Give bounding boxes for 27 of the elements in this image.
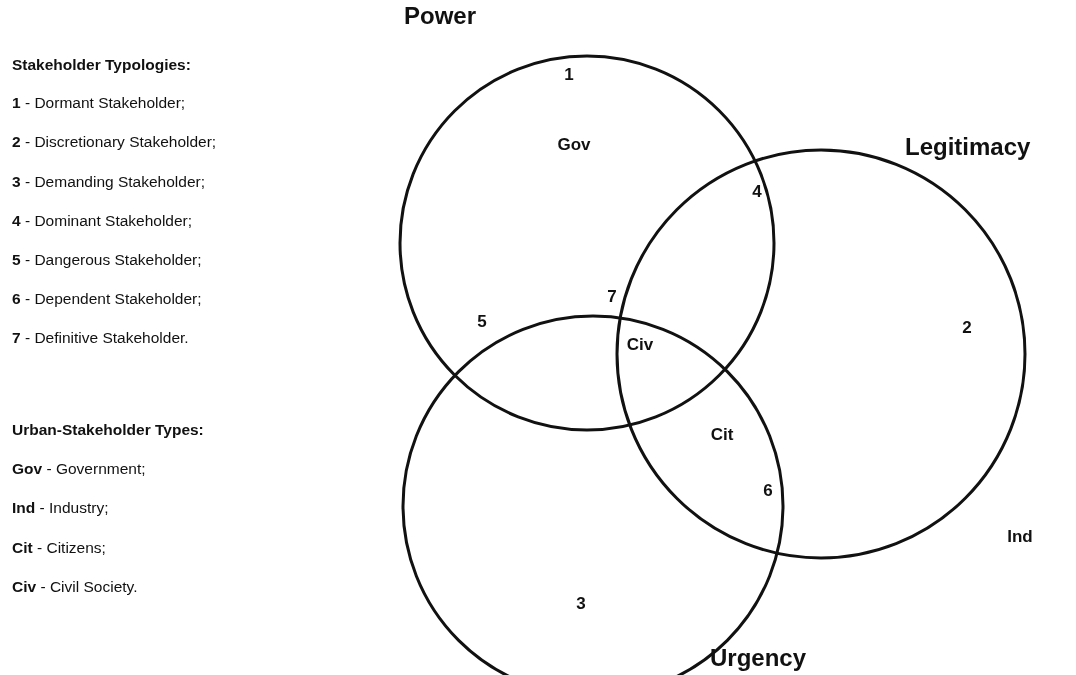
region-label: 3 (576, 594, 586, 614)
region-label: 1 (564, 65, 574, 85)
legend-entry: Gov - Government; (12, 460, 146, 478)
region-label: Cit (710, 425, 734, 445)
region-label: 4 (752, 182, 762, 202)
legend-entry: 2 - Discretionary Stakeholder; (12, 133, 217, 151)
legend-entry: Ind - Industry; (12, 499, 109, 517)
circle-title: Urgency (710, 644, 807, 672)
legend-entry: Cit - Citizens; (12, 539, 106, 557)
circle-title: Power (404, 2, 477, 30)
legend-entry: 4 - Dominant Stakeholder; (12, 212, 193, 230)
circle-title: Legitimacy (905, 133, 1031, 161)
legend-entry: 6 - Dependent Stakeholder; (12, 290, 202, 308)
legend-entry: 1 - Dormant Stakeholder; (12, 94, 186, 112)
region-label: Civ (626, 335, 654, 355)
region-label: Gov (557, 135, 591, 155)
region-label: 7 (607, 287, 617, 307)
region-label: 2 (962, 318, 972, 338)
legend-entry: 7 - Definitive Stakeholder. (12, 329, 189, 347)
region-label: 5 (477, 312, 487, 332)
legend-entry: 5 - Dangerous Stakeholder; (12, 251, 202, 269)
legend-entry: Civ - Civil Society. (12, 578, 138, 596)
legend-heading: Urban-Stakeholder Types: (12, 421, 204, 439)
region-label: Ind (1007, 527, 1033, 547)
region-label: 6 (763, 481, 773, 501)
legend-heading: Stakeholder Typologies: (12, 56, 191, 74)
legend-entry: 3 - Demanding Stakeholder; (12, 173, 205, 191)
